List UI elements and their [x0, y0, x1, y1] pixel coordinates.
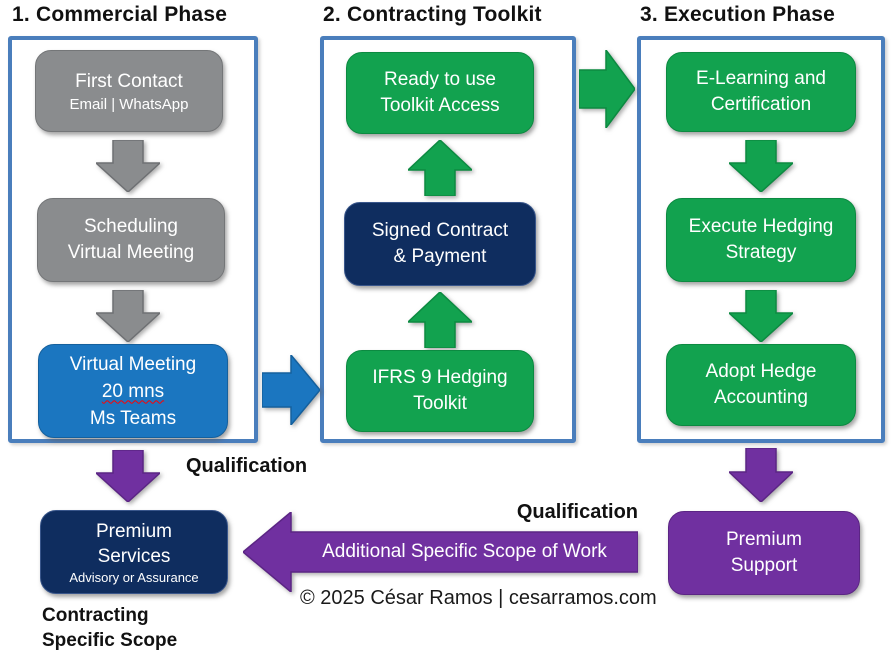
scope-arrow-label: Additional Specific Scope of Work — [322, 541, 607, 562]
qualification-label-right: Qualification — [516, 501, 638, 523]
premium-services-line2: Services — [97, 545, 171, 567]
arrow-right-icon — [579, 50, 635, 128]
phase3-title: 3. Execution Phase — [640, 3, 836, 26]
first-contact-subtitle: Email | WhatsApp — [69, 95, 189, 113]
toolkit-access-line2: Toolkit Access — [380, 95, 500, 116]
arrow-down-icon — [729, 290, 793, 342]
arrow-down-icon — [729, 448, 793, 502]
scheduling-line2: Virtual Meeting — [67, 242, 195, 263]
signed-contract-line2: & Payment — [393, 246, 487, 267]
arrow-down-icon — [96, 450, 160, 502]
premium-services-box: Premium Services Advisory or Assurance — [40, 510, 228, 594]
execute-strategy-line2: Strategy — [725, 242, 797, 263]
hedge-accounting-box: Adopt Hedge Accounting — [666, 344, 856, 426]
arrow-up-icon — [408, 140, 472, 196]
arrow-up-icon — [408, 292, 472, 348]
signed-contract-line1: Signed Contract — [371, 220, 509, 241]
toolkit-access-box: Ready to use Toolkit Access — [346, 52, 534, 134]
elearning-box: E-Learning and Certification — [666, 52, 856, 132]
toolkit-access-line1: Ready to use — [384, 69, 496, 90]
first-contact-box: First Contact Email | WhatsApp — [35, 50, 223, 132]
scheduling-line1: Scheduling — [83, 216, 179, 237]
copyright-text: © 2025 César Ramos | cesarramos.com — [300, 587, 657, 609]
ifrs9-toolkit-line1: IFRS 9 Hedging — [372, 367, 508, 388]
phase1-title: 1. Commercial Phase — [12, 3, 228, 26]
arrow-left-icon — [243, 512, 638, 592]
contracting-scope-label: Contracting Specific Scope — [42, 603, 177, 653]
arrow-down-icon — [729, 140, 793, 192]
premium-support-line1: Premium — [725, 529, 802, 550]
contracting-scope-line1: Contracting — [42, 605, 149, 626]
premium-support-box: Premium Support — [668, 511, 860, 595]
ifrs9-toolkit-box: IFRS 9 Hedging Toolkit — [346, 350, 534, 432]
first-contact-title: First Contact — [75, 70, 183, 92]
hedge-accounting-line2: Accounting — [713, 387, 808, 408]
virtual-meeting-line3: Ms Teams — [89, 407, 177, 429]
virtual-meeting-box: Virtual Meeting 20 mns Ms Teams — [38, 344, 228, 438]
execute-strategy-line1: Execute Hedging — [688, 216, 834, 237]
premium-services-line3: Advisory or Assurance — [69, 569, 199, 585]
arrow-right-icon — [262, 355, 320, 425]
scheduling-meeting-box: Scheduling Virtual Meeting — [37, 198, 225, 282]
ifrs9-toolkit-line2: Toolkit — [413, 393, 467, 414]
arrow-down-icon — [96, 140, 160, 192]
hedge-accounting-line1: Adopt Hedge — [705, 361, 817, 382]
signed-contract-box: Signed Contract & Payment — [344, 202, 536, 286]
virtual-meeting-line2: 20 mns — [101, 380, 165, 402]
execute-strategy-box: Execute Hedging Strategy — [666, 198, 856, 282]
premium-support-line2: Support — [730, 555, 798, 576]
virtual-meeting-line1: Virtual Meeting — [69, 353, 197, 375]
elearning-line2: Certification — [710, 94, 812, 115]
arrow-down-icon — [96, 290, 160, 342]
phase2-title: 2. Contracting Toolkit — [323, 3, 542, 26]
elearning-line1: E-Learning and — [696, 68, 826, 89]
qualification-label-left: Qualification — [186, 455, 308, 477]
contracting-scope-line2: Specific Scope — [42, 630, 178, 651]
premium-services-line1: Premium — [95, 520, 172, 542]
